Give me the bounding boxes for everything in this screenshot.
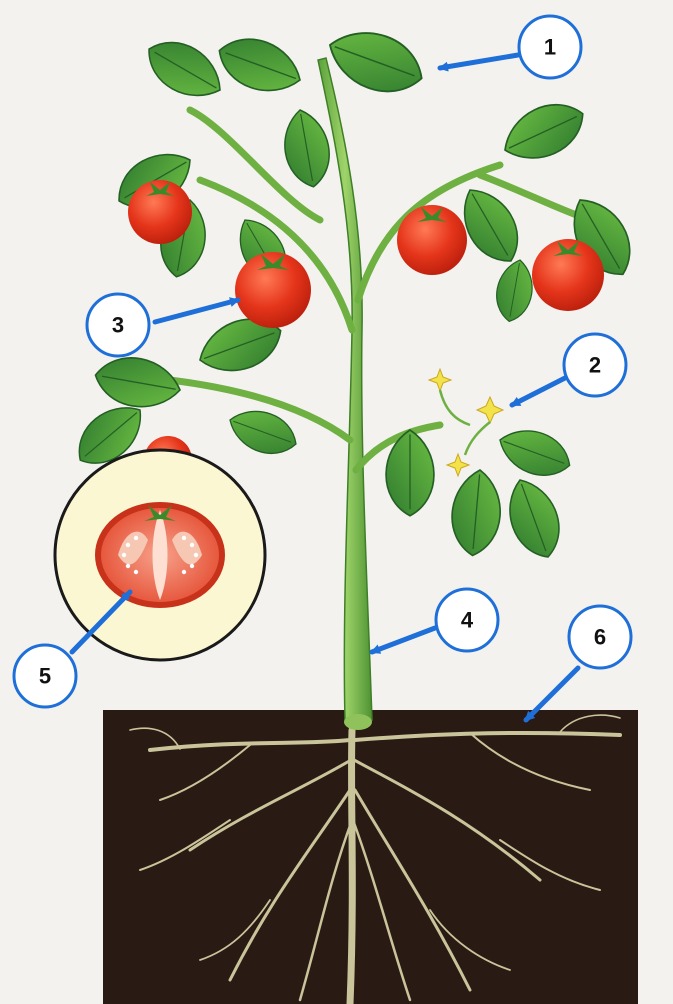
callout-3: 3 bbox=[87, 294, 149, 356]
arrow-2 bbox=[512, 378, 565, 405]
arrow-3 bbox=[155, 300, 238, 322]
cross-section-inset bbox=[55, 450, 265, 660]
callout-4-number: 4 bbox=[461, 608, 474, 633]
callout-1-number: 1 bbox=[544, 35, 556, 60]
callout-6-number: 6 bbox=[594, 625, 606, 650]
callout-3-number: 3 bbox=[112, 313, 124, 338]
soil bbox=[103, 710, 638, 1004]
callout-6: 6 bbox=[569, 606, 631, 668]
callout-2: 2 bbox=[564, 334, 626, 396]
callout-4: 4 bbox=[436, 589, 498, 651]
arrow-4 bbox=[372, 628, 435, 652]
callout-2-number: 2 bbox=[589, 353, 601, 378]
arrow-1 bbox=[440, 55, 518, 68]
stem-base bbox=[344, 714, 372, 730]
callout-1: 1 bbox=[519, 16, 581, 78]
callout-5: 5 bbox=[14, 645, 76, 707]
callout-5-number: 5 bbox=[39, 664, 51, 689]
